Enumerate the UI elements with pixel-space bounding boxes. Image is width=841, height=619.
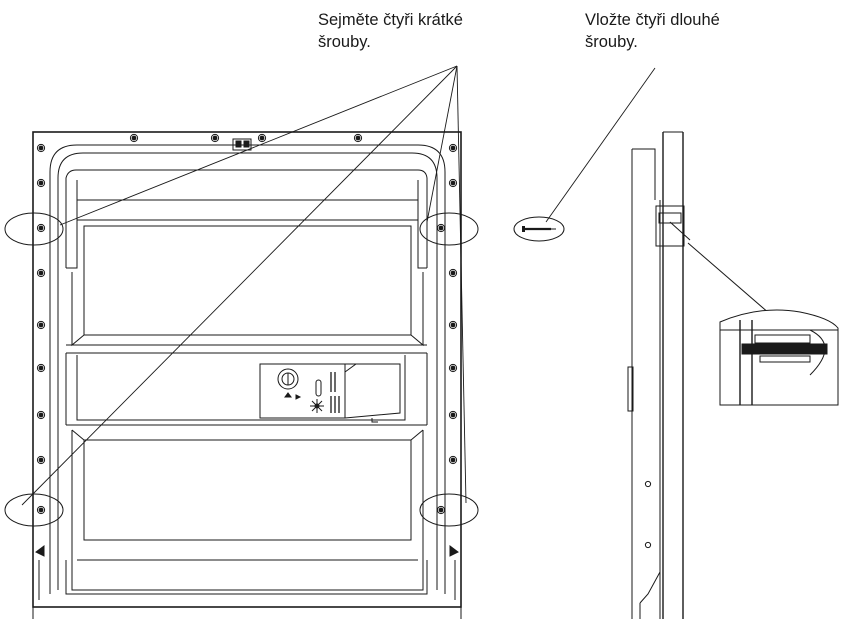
screw-hole-icon: [131, 135, 137, 141]
zoom-long-screw: [741, 343, 828, 355]
side-hinge-bracket: [655, 205, 685, 247]
screw-hole-icon: [212, 135, 218, 141]
frame-screw-holes: [38, 135, 456, 513]
door-latch: [232, 138, 252, 151]
side-top-step: [632, 148, 656, 200]
dispenser-arrow-icon: [295, 394, 302, 400]
caption-remove-short-screws: Sejměte čtyři krátké šrouby.: [318, 9, 463, 53]
caption-line-2: šrouby.: [585, 33, 638, 51]
screw-hole-icon: [450, 145, 456, 151]
hinge-marker-left: [35, 545, 45, 557]
long-screw-highlight: [513, 216, 565, 242]
long-screw-leader-line: [545, 67, 656, 223]
lower-recess-bevel: [71, 429, 85, 441]
middle-band-inner: [76, 355, 406, 421]
lower-recess-bevel: [410, 429, 424, 441]
screw-hole-icon: [450, 180, 456, 186]
caption-line-1: Vložte čtyři dlouhé: [585, 11, 720, 29]
screw-hole-icon: [38, 365, 44, 371]
screw-hole-icon: [438, 225, 444, 231]
rinse-aid-indicator: [315, 379, 322, 397]
zoom-leader-line: [687, 242, 771, 315]
short-screw-highlight: [419, 212, 479, 246]
short-screw-highlight: [4, 493, 64, 527]
side-bottom: [639, 571, 661, 604]
screw-hole-icon: [450, 457, 456, 463]
screw-hole-icon: [259, 135, 265, 141]
zoom-outline: [719, 309, 839, 406]
dispenser-arrow-icon: [284, 392, 292, 398]
side-control: [627, 366, 634, 412]
screw-hole-icon: [38, 225, 44, 231]
door-side-view: [627, 131, 691, 619]
screw-hole-icon: [38, 412, 44, 418]
hinge-marker-right: [449, 545, 459, 557]
side-hinge-detail: [658, 212, 682, 224]
zoom-detail: [687, 242, 839, 406]
detergent-dispenser: [259, 363, 401, 423]
tub-top-outline: [65, 169, 428, 268]
tub-top-shelf: [66, 219, 427, 269]
screw-hole-icon: [38, 180, 44, 186]
upper-recess-bevel: [71, 272, 85, 347]
screw-hole-icon: [450, 412, 456, 418]
door-outer-frame: [32, 131, 462, 608]
rinse-aid-sun-icon: [310, 399, 324, 413]
zoom-bracket: [754, 334, 811, 344]
screw-hole-icon: [38, 322, 44, 328]
long-screw-callout: [513, 67, 656, 242]
zoom-bracket: [759, 355, 811, 363]
screw-hole-icon: [438, 507, 444, 513]
caption-line-2: šrouby.: [318, 33, 371, 51]
dispenser-knob-icon: [277, 368, 299, 390]
zoom-clip: [809, 329, 826, 376]
dispenser-vents: [330, 372, 340, 413]
screw-hole-icon: [450, 270, 456, 276]
lower-recess-outer: [71, 430, 424, 591]
lower-recess: [83, 439, 412, 541]
screw-hole-icon: [38, 507, 44, 513]
door-front-view: [4, 65, 479, 619]
screw-hole-icon: [355, 135, 361, 141]
frame-screw-hole-rings: [36, 133, 458, 515]
door-inner-rim: [49, 144, 446, 594]
caption-line-1: Sejměte čtyři krátké: [318, 11, 463, 29]
caption-insert-long-screws: Vložte čtyři dlouhé šrouby.: [585, 9, 720, 53]
long-screw-icon: [522, 226, 556, 232]
side-hinge-line: [669, 221, 691, 241]
screw-hole-icon: [38, 457, 44, 463]
screw-hole-icon: [644, 541, 652, 549]
door-inner-rim-2: [57, 152, 438, 590]
short-screw-highlight: [419, 493, 479, 527]
short-screws-leader-lines: [21, 65, 467, 506]
screw-hole-icon: [38, 145, 44, 151]
upper-recess: [83, 225, 412, 336]
short-screw-highlight: [4, 212, 64, 246]
upper-recess-bevel: [410, 272, 424, 347]
screw-hole-icon: [450, 322, 456, 328]
bottom-rim: [65, 560, 428, 595]
screw-hole-icon: [38, 270, 44, 276]
screw-hole-icon: [644, 480, 652, 488]
screw-hole-icon: [450, 365, 456, 371]
